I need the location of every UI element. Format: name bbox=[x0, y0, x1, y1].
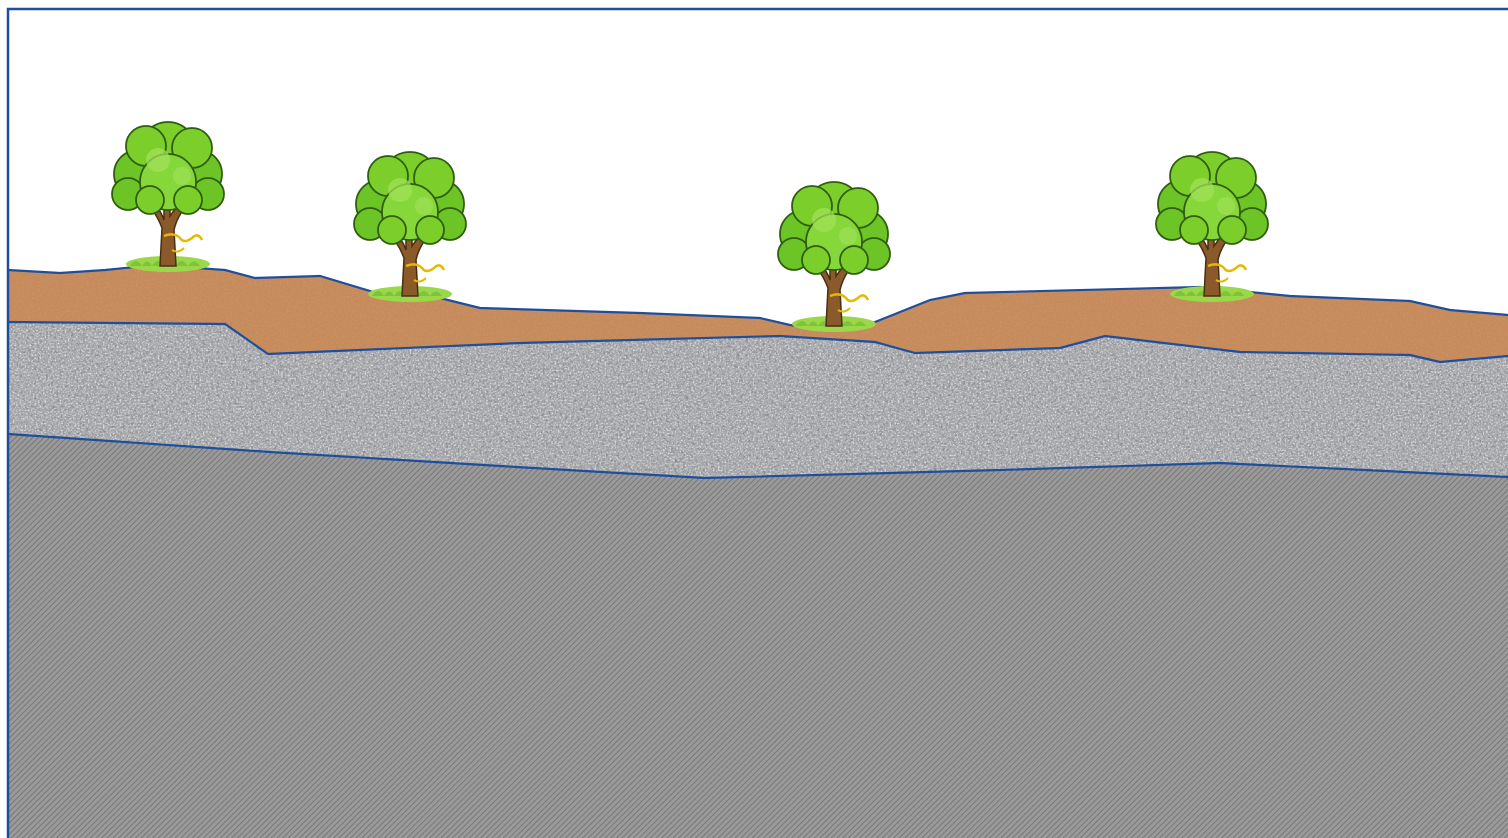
bedrock-layer bbox=[8, 434, 1508, 838]
